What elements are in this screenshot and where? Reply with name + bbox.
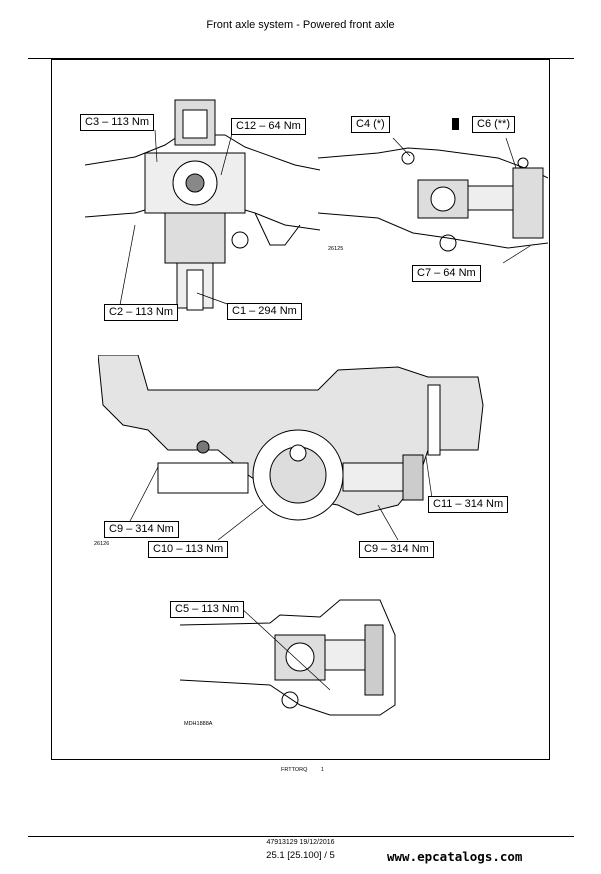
page-header-title: Front axle system - Powered front axle (206, 19, 395, 31)
footer-rule (28, 836, 574, 837)
figure-ref-code: FRTTORQ (281, 767, 308, 773)
figure-code-1: 26125 (328, 246, 344, 252)
label-c5: C5 – 113 Nm (170, 601, 244, 618)
black-marker (452, 118, 459, 130)
hub-detail-drawing (318, 138, 548, 264)
page-reference: 25.1 [25.100] / 5 (266, 850, 335, 861)
figure-code-2: 26126 (94, 541, 110, 547)
label-c9-left: C9 – 314 Nm (104, 521, 179, 538)
figure-ref: FRTTORQ 1 (281, 767, 324, 773)
watermark: www.epcatalogs.com (387, 849, 523, 864)
header-rule (28, 58, 574, 59)
swivel-housing-section-drawing (98, 355, 484, 540)
label-c9-right: C9 – 314 Nm (359, 541, 434, 558)
figure-frame (51, 59, 550, 760)
stub-axle-detail-drawing (180, 599, 396, 716)
figure-ref-number: 1 (320, 767, 324, 773)
label-c1: C1 – 294 Nm (227, 303, 302, 320)
label-c3: C3 – 113 Nm (80, 114, 154, 131)
label-c10: C10 – 113 Nm (148, 541, 229, 558)
label-c2: C2 – 113 Nm (104, 304, 178, 321)
label-c6: C6 (**) (472, 116, 516, 133)
figure-code-3: MDH1888A (184, 721, 213, 727)
label-c4: C4 (*) (351, 116, 390, 133)
label-c11: C11 – 314 Nm (428, 496, 509, 513)
axle-center-section-drawing (85, 99, 320, 311)
label-c7: C7 – 64 Nm (412, 265, 481, 282)
document-id: 47913129 19/12/2016 (266, 839, 335, 846)
label-c12: C12 – 64 Nm (231, 118, 306, 135)
